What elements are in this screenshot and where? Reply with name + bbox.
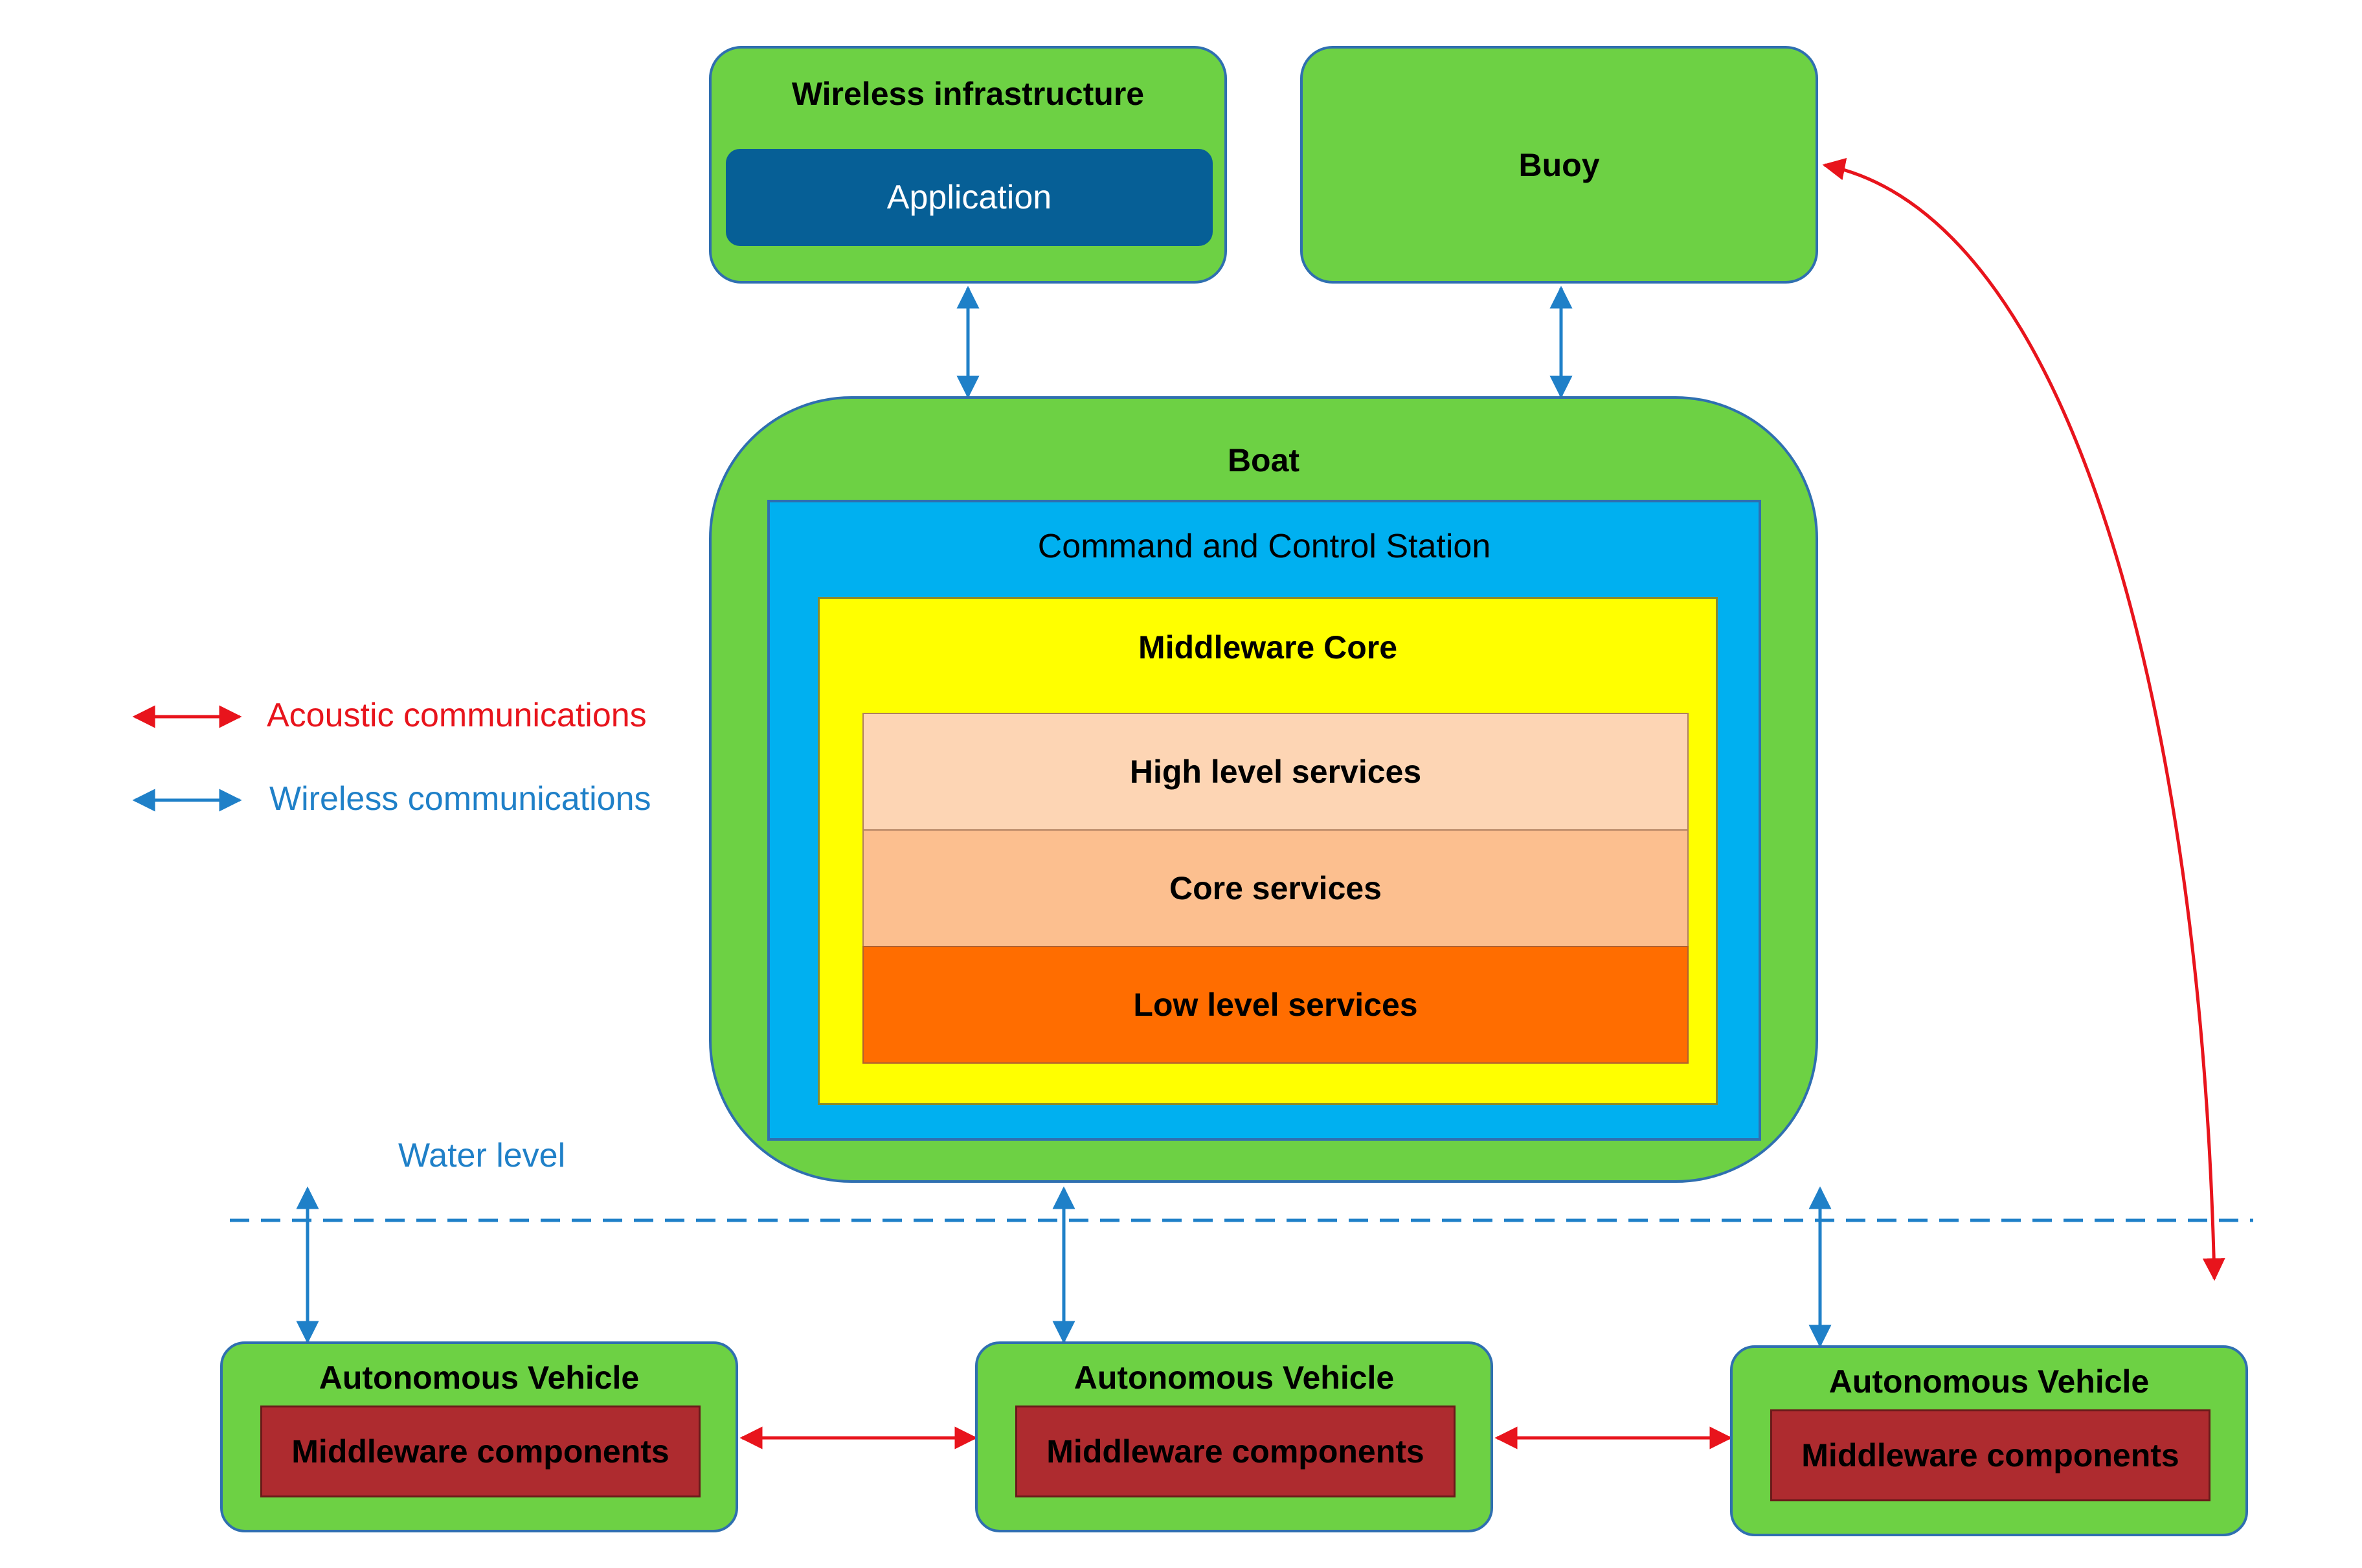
middleware-components-box: Middleware components — [260, 1406, 701, 1497]
command-control-station-title: Command and Control Station — [1037, 527, 1491, 565]
acoustic-arrow-buoy-vehicle — [1822, 157, 2225, 1281]
high-level-services-layer: High level services — [862, 713, 1689, 831]
middleware-core: Middleware Core High level services Core… — [818, 597, 1718, 1105]
autonomous-vehicle-title: Autonomous Vehicle — [1828, 1363, 2150, 1400]
low-level-services-layer: Low level services — [862, 946, 1689, 1064]
autonomous-vehicle-title: Autonomous Vehicle — [1074, 1360, 1395, 1396]
autonomous-vehicle-3: Autonomous Vehicle Middleware components — [1730, 1345, 2248, 1536]
legend-wireless-label: Wireless communications — [269, 780, 651, 818]
command-control-station: Command and Control Station Middleware C… — [767, 500, 1761, 1141]
boat-title: Boat — [1227, 442, 1300, 478]
core-services-layer: Core services — [862, 829, 1689, 947]
middleware-core-title: Middleware Core — [1138, 629, 1398, 666]
water-level-label: Water level — [398, 1137, 566, 1174]
legend-acoustic-label: Acoustic communications — [267, 697, 647, 734]
wireless-infrastructure-node: Wireless infrastructure Application — [709, 46, 1227, 284]
middleware-components-box: Middleware components — [1015, 1406, 1456, 1497]
middleware-components-box: Middleware components — [1770, 1409, 2210, 1501]
boat-node: Boat Command and Control Station Middlew… — [709, 396, 1818, 1183]
wireless-infrastructure-title: Wireless infrastructure — [791, 76, 1145, 112]
autonomous-vehicle-title: Autonomous Vehicle — [319, 1360, 640, 1396]
application-box: Application — [726, 149, 1213, 246]
buoy-node: Buoy — [1300, 46, 1818, 284]
autonomous-vehicle-1: Autonomous Vehicle Middleware components — [220, 1341, 738, 1532]
autonomous-vehicle-2: Autonomous Vehicle Middleware components — [975, 1341, 1493, 1532]
